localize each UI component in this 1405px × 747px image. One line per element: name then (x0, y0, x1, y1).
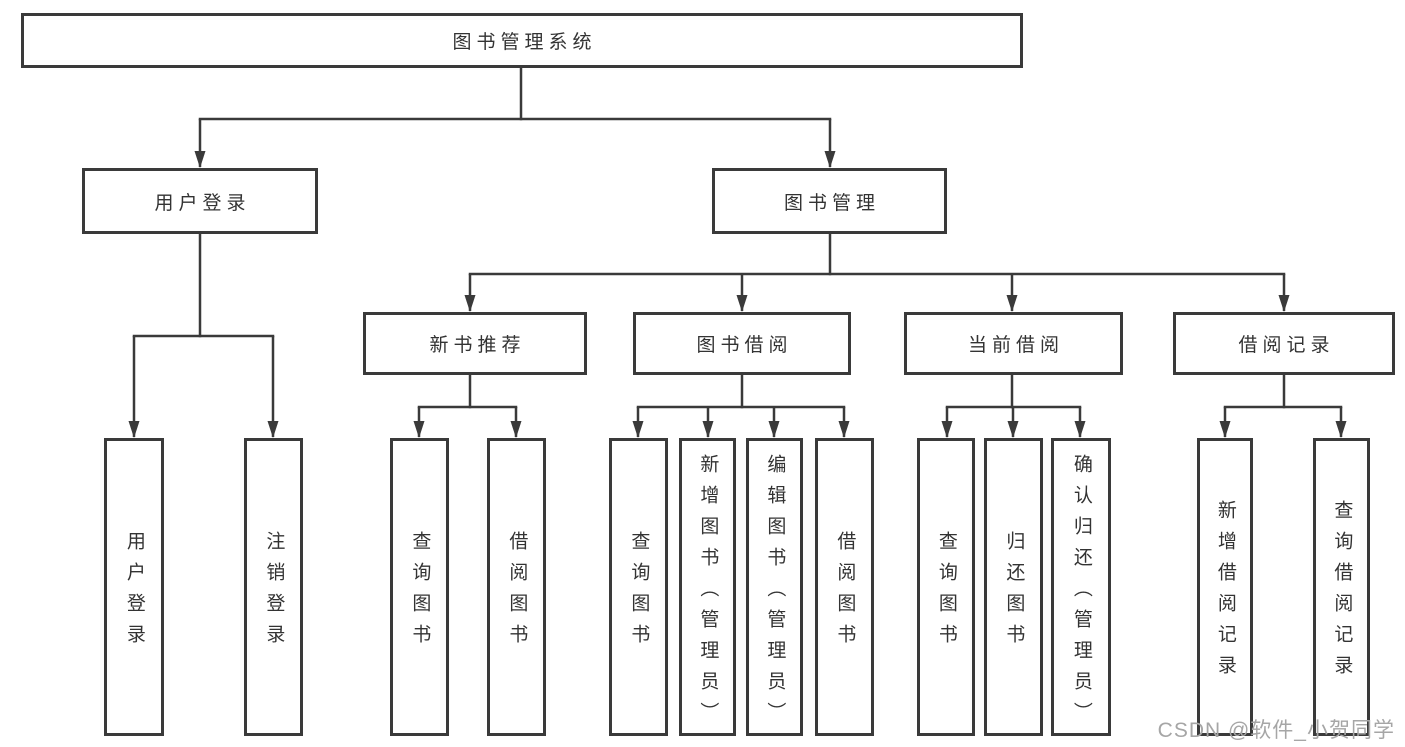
leaf-query-borrow-record-label: 查询借阅记录 (1331, 500, 1353, 686)
leaf-query-books-borrow: 查询图书 (609, 438, 668, 736)
node-new-book-recommend-label: 新书推荐 (429, 335, 526, 356)
leaf-return-books: 归还图书 (984, 438, 1043, 736)
leaf-return-books-label: 归还图书 (1003, 531, 1025, 655)
leaf-query-books-borrow-label: 查询图书 (628, 531, 650, 655)
leaf-query-books-current: 查询图书 (917, 438, 975, 736)
node-book-management: 图书管理 (712, 168, 947, 234)
node-current-borrowing-label: 当前借阅 (967, 335, 1064, 356)
leaf-logout: 注销登录 (244, 438, 303, 736)
leaf-user-login-label: 用户登录 (123, 531, 145, 655)
node-current-borrowing: 当前借阅 (904, 312, 1123, 375)
node-borrowing-records: 借阅记录 (1173, 312, 1395, 375)
node-library-system-label: 图书管理系统 (452, 32, 597, 53)
node-book-borrowing: 图书借阅 (633, 312, 851, 375)
csdn-watermark: CSDN @软件_小贺同学 (1157, 719, 1395, 742)
node-book-management-label: 图书管理 (783, 192, 880, 214)
node-library-system: 图书管理系统 (21, 13, 1023, 68)
leaf-confirm-return-admin-label: 确认归还（管理员） (1070, 453, 1092, 733)
leaf-borrow-books-label: 借阅图书 (834, 531, 856, 655)
leaf-add-borrow-record-label: 新增借阅记录 (1214, 500, 1236, 686)
leaf-user-login: 用户登录 (104, 438, 164, 736)
leaf-borrow-books: 借阅图书 (815, 438, 874, 736)
leaf-query-borrow-record: 查询借阅记录 (1313, 438, 1370, 736)
node-new-book-recommend: 新书推荐 (363, 312, 587, 375)
leaf-edit-book-admin-label: 编辑图书（管理员） (764, 453, 786, 733)
node-user-login: 用户登录 (82, 168, 318, 234)
leaf-confirm-return-admin: 确认归还（管理员） (1051, 438, 1111, 736)
leaf-add-book-admin: 新增图书（管理员） (679, 438, 736, 736)
leaf-add-book-admin-label: 新增图书（管理员） (697, 453, 719, 733)
leaf-edit-book-admin: 编辑图书（管理员） (746, 438, 803, 736)
leaf-query-books-recommend: 查询图书 (390, 438, 449, 736)
leaf-logout-label: 注销登录 (263, 531, 285, 655)
leaf-borrow-books-recommend: 借阅图书 (487, 438, 546, 736)
leaf-query-books-recommend-label: 查询图书 (409, 531, 431, 655)
node-user-login-label: 用户登录 (154, 192, 251, 214)
node-book-borrowing-label: 图书借阅 (696, 335, 793, 356)
leaf-add-borrow-record: 新增借阅记录 (1197, 438, 1253, 736)
leaf-query-books-current-label: 查询图书 (935, 531, 957, 655)
connector-arrows (128, 119, 1347, 438)
connector-trunks (132, 66, 1343, 409)
leaf-borrow-books-recommend-label: 借阅图书 (506, 531, 528, 655)
node-borrowing-records-label: 借阅记录 (1238, 335, 1335, 356)
